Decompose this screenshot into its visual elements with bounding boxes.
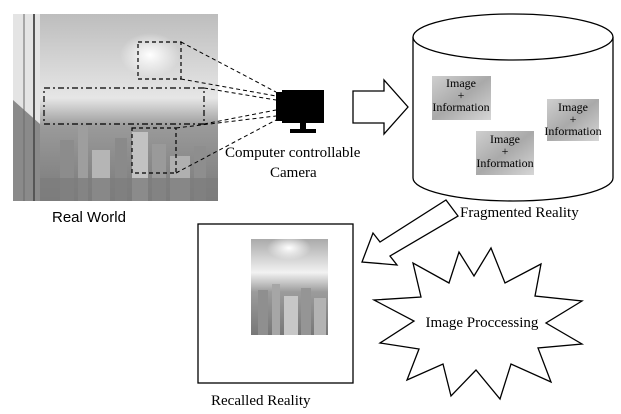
real-world-label: Real World — [52, 209, 126, 226]
fragmented-reality-label: Fragmented Reality — [460, 205, 579, 221]
recalled-image — [251, 236, 328, 335]
fragment-card: Image + Information — [476, 131, 534, 175]
fragment-card: Image + Information — [432, 76, 491, 120]
camera-label-line2: Camera — [270, 165, 317, 181]
projection-lines — [175, 41, 277, 174]
fragment-card: Image + Information — [544, 99, 602, 141]
starburst-shape — [371, 246, 585, 401]
camera-label-line1: Computer controllable — [225, 145, 361, 161]
fragment-plus-text: + — [458, 88, 465, 102]
diagonal-arrow-icon — [361, 199, 459, 266]
recalled-reality-label: Recalled Reality — [211, 393, 311, 409]
fragment-plus-text: + — [570, 112, 577, 126]
fragment-information-text: Information — [432, 100, 489, 114]
fragment-image-text: Image — [490, 132, 520, 146]
real-world-photo — [13, 14, 218, 201]
fragment-information-text: Information — [544, 124, 601, 138]
fragment-information-text: Information — [476, 156, 533, 170]
fragment-image-text: Image — [446, 76, 476, 90]
image-processing-label: Image Proccessing — [426, 315, 539, 331]
fragment-plus-text: + — [502, 144, 509, 158]
monitor-camera-icon — [276, 90, 324, 133]
hollow-arrow-icon — [352, 78, 409, 136]
fragment-image-text: Image — [558, 100, 588, 114]
